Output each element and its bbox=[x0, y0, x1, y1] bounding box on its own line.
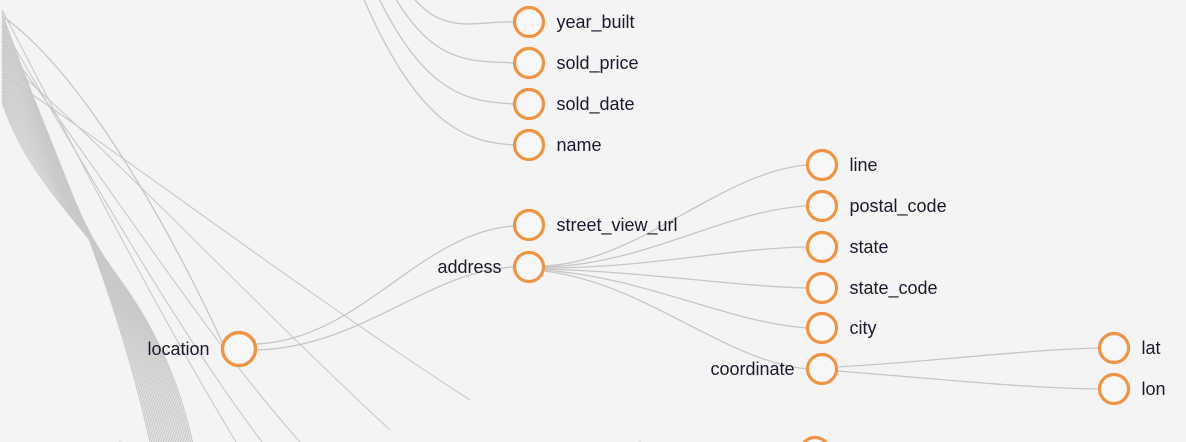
node-location[interactable]: location bbox=[147, 330, 258, 368]
outer-edge-curve bbox=[1, 57, 391, 431]
edge-address-to-state bbox=[543, 246, 808, 269]
edge-offscreen_top_left-to-year_built bbox=[414, 0, 515, 25]
node-circle-street_view_url[interactable] bbox=[512, 208, 546, 242]
node-label-name: name bbox=[557, 135, 602, 155]
node-circle-state_code[interactable] bbox=[805, 271, 839, 305]
edge-address-to-line bbox=[543, 164, 808, 267]
node-label-coordinate: coordinate bbox=[710, 359, 794, 379]
node-label-address: address bbox=[437, 257, 501, 277]
node-city[interactable]: city bbox=[805, 311, 877, 345]
edge-bundle-curve bbox=[1, 101, 194, 442]
node-circle-sold_date[interactable] bbox=[512, 87, 546, 121]
outer-curve-group bbox=[1, 9, 471, 442]
node-label-state_code: state_code bbox=[850, 278, 938, 299]
node-label-location: location bbox=[147, 339, 209, 359]
edge-address-to-city bbox=[543, 269, 808, 329]
edge-coordinate-to-lon bbox=[836, 370, 1100, 390]
edge-offscreen_top_left-to-sold_price bbox=[395, 0, 515, 64]
node-label-state: state bbox=[850, 237, 889, 257]
edge-location-to-street_view_url bbox=[255, 225, 515, 345]
node-circle-partial_bottom[interactable] bbox=[801, 435, 830, 442]
node-postal_code[interactable]: postal_code bbox=[805, 189, 947, 223]
node-label-lon: lon bbox=[1142, 379, 1166, 399]
node-label-sold_date: sold_date bbox=[557, 94, 635, 115]
node-state[interactable]: state bbox=[805, 230, 889, 264]
node-circle-line[interactable] bbox=[805, 148, 839, 182]
edge-coordinate-to-lat bbox=[836, 347, 1100, 368]
node-circle-state[interactable] bbox=[805, 230, 839, 264]
outer-edge-curve bbox=[1, 73, 471, 401]
node-circle-coordinate[interactable] bbox=[805, 352, 839, 386]
node-partial_bottom[interactable] bbox=[801, 435, 830, 442]
edge-bundle-group bbox=[1, 11, 194, 442]
node-name[interactable]: name bbox=[512, 128, 602, 162]
node-circle-sold_price[interactable] bbox=[512, 46, 546, 80]
node-circle-lat[interactable] bbox=[1097, 331, 1131, 365]
outer-edge-curve bbox=[1, 9, 237, 442]
node-lon[interactable]: lon bbox=[1097, 372, 1166, 406]
node-label-sold_price: sold_price bbox=[557, 53, 639, 74]
node-circle-lon[interactable] bbox=[1097, 372, 1131, 406]
node-circle-city[interactable] bbox=[805, 311, 839, 345]
node-year_built[interactable]: year_built bbox=[512, 5, 635, 39]
edge-address-to-postal_code bbox=[543, 205, 808, 268]
edge-address-to-coordinate bbox=[543, 270, 808, 370]
outer-edge-curve bbox=[1, 25, 263, 442]
node-line[interactable]: line bbox=[805, 148, 878, 182]
node-label-city: city bbox=[850, 318, 877, 338]
node-sold_date[interactable]: sold_date bbox=[512, 87, 635, 121]
node-circle-year_built[interactable] bbox=[512, 5, 546, 39]
node-address[interactable]: address bbox=[437, 250, 546, 284]
edge-location-to-address bbox=[255, 266, 515, 351]
edge-offscreen_top_left-to-location bbox=[4, 17, 224, 345]
node-sold_price[interactable]: sold_price bbox=[512, 46, 639, 80]
edge-offscreen_top_left-to-name bbox=[363, 0, 515, 146]
node-label-line: line bbox=[850, 155, 878, 175]
node-street_view_url[interactable]: street_view_url bbox=[512, 208, 678, 242]
node-label-lat: lat bbox=[1142, 338, 1161, 358]
node-circle-address[interactable] bbox=[512, 250, 546, 284]
node-circle-name[interactable] bbox=[512, 128, 546, 162]
node-label-year_built: year_built bbox=[557, 12, 635, 33]
node-circle-postal_code[interactable] bbox=[805, 189, 839, 223]
node-circle-location[interactable] bbox=[220, 330, 258, 368]
node-label-street_view_url: street_view_url bbox=[557, 215, 678, 236]
node-coordinate[interactable]: coordinate bbox=[710, 352, 839, 386]
edge-group bbox=[4, 0, 1100, 442]
edge-address-to-state_code bbox=[543, 268, 808, 289]
node-state_code[interactable]: state_code bbox=[805, 271, 938, 305]
node-lat[interactable]: lat bbox=[1097, 331, 1161, 365]
edge-offscreen_top_left-to-sold_date bbox=[379, 0, 515, 105]
node-label-postal_code: postal_code bbox=[850, 196, 947, 217]
